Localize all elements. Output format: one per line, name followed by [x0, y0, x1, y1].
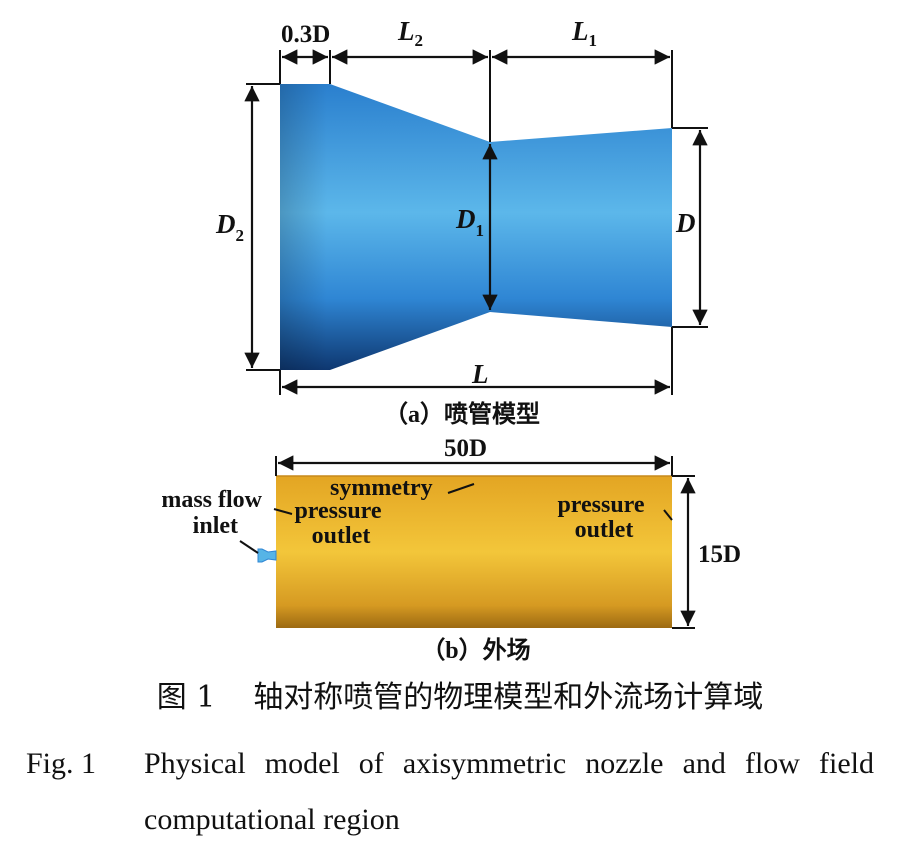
- caption-cn-text: 轴对称喷管的物理模型和外流场计算域: [253, 680, 764, 715]
- label-03D: 0.3D: [281, 21, 330, 48]
- caption-en-number: Fig. 1: [26, 747, 97, 780]
- label-L: L: [471, 359, 489, 389]
- domain-region: [276, 476, 672, 628]
- caption-en-line1: Physical model of axisymmetric nozzle an…: [144, 747, 874, 780]
- subcaption-a: （a）喷管模型: [384, 400, 540, 428]
- label-D2: D2: [215, 209, 244, 245]
- flow-domain: 50D 15D symmetry mass flow inlet pressur…: [161, 435, 741, 664]
- small-nozzle: [257, 548, 277, 563]
- label-mass-flow-inlet: mass flow inlet: [161, 487, 268, 539]
- nozzle-extension-lines: [246, 50, 708, 395]
- label-L2: L2: [397, 16, 423, 50]
- domain-extension-lines: [275, 456, 695, 629]
- label-15D: 15D: [698, 541, 741, 568]
- figure-caption-english: Fig. 1 Physical model of axisymmetric noz…: [26, 736, 896, 848]
- label-50D: 50D: [444, 435, 487, 462]
- caption-en-line2: computational region: [144, 803, 400, 836]
- nozzle-dimension-arrows: [244, 49, 708, 395]
- subcaption-b: （b）外场: [421, 636, 530, 664]
- label-D: D: [675, 208, 696, 238]
- label-pressure-outlet-left: pressure outlet: [294, 498, 387, 549]
- domain-dimension-arrows: [278, 455, 696, 626]
- label-pressure-outlet-right: pressure outlet: [557, 492, 650, 543]
- label-D1: D1: [455, 204, 484, 240]
- leader-lines: [239, 483, 673, 554]
- label-symmetry: symmetry: [330, 475, 433, 501]
- nozzle-body-shade: [280, 84, 672, 370]
- figure-caption-chinese: 图 1 轴对称喷管的物理模型和外流场计算域: [0, 672, 920, 716]
- caption-cn-number: 图 1: [156, 680, 216, 715]
- label-L1: L1: [571, 16, 597, 50]
- nozzle-model: 0.3D L2 L1 D2 D1 D L （a）喷管模型: [215, 16, 708, 428]
